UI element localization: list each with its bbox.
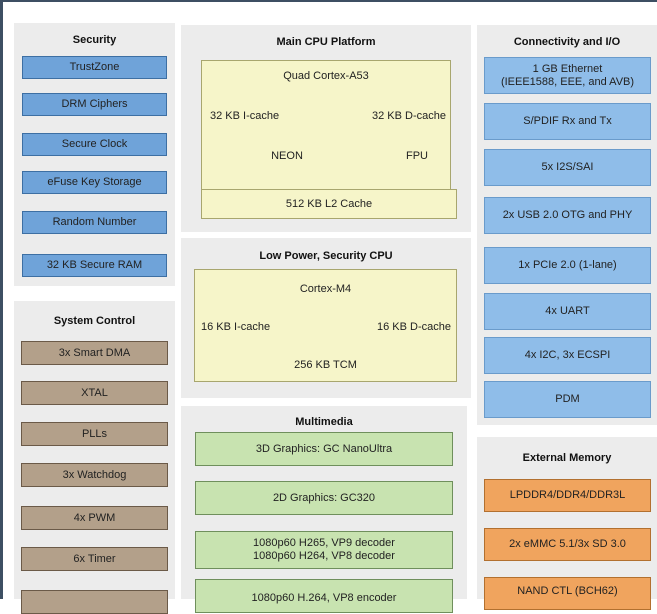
low-power-cpu-dcache: 16 KB D-cache — [377, 320, 451, 333]
connectivity-ethernet-line-2: (IEEE1588, EEE, and AVB) — [500, 75, 635, 88]
main-cpu-l2-cache: 512 KB L2 Cache — [201, 189, 457, 219]
multimedia-encoder: 1080p60 H.264, VP8 encoder — [195, 579, 453, 613]
multimedia-decoder: 1080p60 H265, VP9 decoder 1080p60 H264, … — [195, 531, 453, 569]
main-cpu-core-group: Quad Cortex-A53 32 KB I-cache 32 KB D-ca… — [201, 60, 451, 204]
system-control-panel: System Control 3x Smart DMA XTAL PLLs 3x… — [14, 301, 175, 614]
connectivity-pdm: PDM — [484, 381, 651, 418]
main-cpu-fpu: FPU — [406, 149, 428, 162]
low-power-cpu-group: Cortex-M4 16 KB I-cache 16 KB D-cache 25… — [194, 269, 457, 382]
system-xtal: XTAL — [21, 381, 168, 405]
low-power-cpu-tcm: 256 KB TCM — [294, 358, 357, 371]
multimedia-decoder-line-1: 1080p60 H265, VP9 decoder — [253, 537, 395, 549]
connectivity-i2s-label: 5x I2S/SAI — [541, 161, 594, 173]
main-cpu-core: Quad Cortex-A53 — [283, 69, 369, 82]
main-cpu-title: Main CPU Platform — [276, 36, 376, 48]
security-panel: Security TrustZone DRM Ciphers Secure Cl… — [14, 23, 175, 286]
multimedia-2d-graphics-label: 2D Graphics: GC320 — [272, 491, 376, 504]
main-cpu-dcache: 32 KB D-cache — [372, 109, 446, 122]
connectivity-ethernet-line-1: 1 GB Ethernet — [532, 62, 603, 75]
security-random-number: Random Number — [22, 211, 167, 234]
external-memory-title: External Memory — [522, 452, 612, 464]
frame-top-line — [0, 0, 657, 2]
system-watchdog: 3x Watchdog — [21, 463, 168, 487]
system-timer: 6x Timer — [21, 547, 168, 571]
multimedia-panel: Multimedia 3D Graphics: GC NanoUltra 2D … — [181, 406, 467, 613]
low-power-cpu-panel: Low Power, Security CPU Cortex-M4 16 KB … — [181, 238, 471, 398]
low-power-cpu-title: Low Power, Security CPU — [259, 250, 393, 262]
low-power-cpu-core: Cortex-M4 — [299, 282, 352, 295]
main-cpu-icache: 32 KB I-cache — [210, 109, 280, 122]
connectivity-uart: 4x UART — [484, 293, 651, 330]
system-control-title: System Control — [53, 315, 136, 327]
external-memory-panel: External Memory LPDDR4/DDR4/DDR3L 2x eMM… — [477, 437, 657, 610]
security-secure-clock: Secure Clock — [22, 133, 167, 156]
connectivity-pcie-label: 1x PCIe 2.0 (1-lane) — [518, 259, 617, 271]
connectivity-title: Connectivity and I/O — [513, 36, 621, 48]
system-plls: PLLs — [21, 422, 168, 446]
frame-left-line — [0, 0, 3, 599]
connectivity-i2c-ecspi-label: 4x I2C, 3x ECSPI — [524, 349, 611, 361]
connectivity-spdif: S/PDIF Rx and Tx — [484, 103, 651, 140]
multimedia-title: Multimedia — [295, 416, 353, 428]
memory-emmc-sd: 2x eMMC 5.1/3x SD 3.0 — [484, 528, 651, 561]
system-smart-dma: 3x Smart DMA — [21, 341, 168, 365]
memory-lpddr4: LPDDR4/DDR4/DDR3L — [484, 479, 651, 512]
security-secure-ram: 32 KB Secure RAM — [22, 254, 167, 277]
connectivity-i2c-ecspi: 4x I2C, 3x ECSPI — [484, 337, 651, 374]
connectivity-i2s: 5x I2S/SAI — [484, 149, 651, 186]
connectivity-usb-label: 2x USB 2.0 OTG and PHY — [502, 209, 633, 221]
connectivity-pcie: 1x PCIe 2.0 (1-lane) — [484, 247, 651, 284]
security-efuse: eFuse Key Storage — [22, 171, 167, 194]
connectivity-usb: 2x USB 2.0 OTG and PHY — [484, 197, 651, 234]
memory-nand: NAND CTL (BCH62) — [484, 577, 651, 610]
low-power-cpu-icache: 16 KB I-cache — [201, 320, 271, 333]
connectivity-ethernet: 1 GB Ethernet (IEEE1588, EEE, and AVB) — [484, 57, 651, 94]
security-drm-ciphers: DRM Ciphers — [22, 93, 167, 116]
connectivity-spdif-label: S/PDIF Rx and Tx — [523, 115, 612, 127]
system-pwm: 4x PWM — [21, 506, 168, 530]
multimedia-2d-graphics: 2D Graphics: GC320 — [195, 481, 453, 515]
main-cpu-panel: Main CPU Platform Quad Cortex-A53 32 KB … — [181, 25, 471, 232]
multimedia-3d-graphics-label: 3D Graphics: GC NanoUltra — [255, 442, 393, 455]
connectivity-panel: Connectivity and I/O 1 GB Ethernet (IEEE… — [477, 25, 657, 425]
connectivity-pdm-label: PDM — [555, 393, 580, 405]
system-extra-block — [21, 590, 168, 614]
main-cpu-neon: NEON — [271, 149, 303, 162]
security-title: Security — [72, 34, 117, 46]
multimedia-3d-graphics: 3D Graphics: GC NanoUltra — [195, 432, 453, 466]
connectivity-uart-label: 4x UART — [545, 305, 590, 317]
security-trustzone: TrustZone — [22, 56, 167, 79]
multimedia-decoder-line-2: 1080p60 H264, VP8 decoder — [253, 550, 395, 562]
